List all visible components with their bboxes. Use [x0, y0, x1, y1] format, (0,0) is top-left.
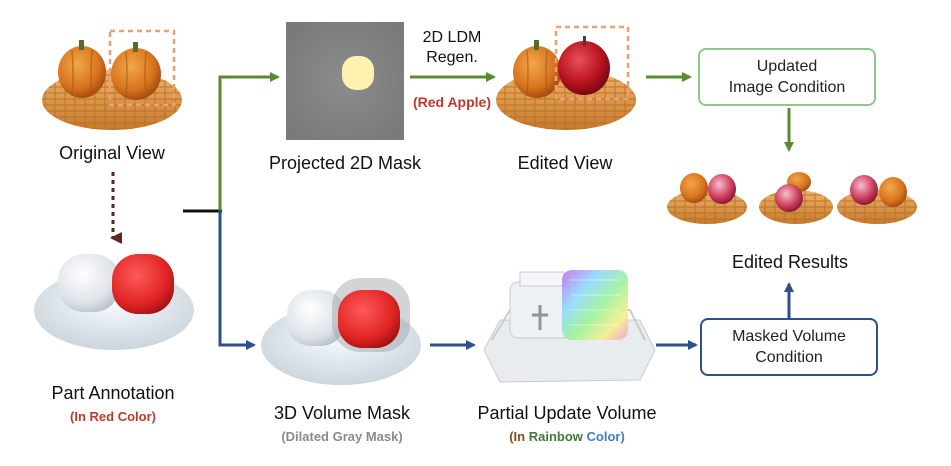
edited-result-1	[667, 173, 747, 224]
part-annotation-sublabel: (In Red Color)	[70, 409, 156, 424]
updated-line-1: Updated	[756, 58, 818, 75]
partial-update-sub-post: Color)	[582, 429, 625, 444]
green-branch-arrow	[218, 72, 280, 212]
ldm-line-1: 2D LDM	[422, 29, 482, 46]
masked-line-2: Condition	[755, 349, 823, 366]
edited-result-3	[837, 175, 917, 224]
ldm-line-2: Regen.	[426, 49, 478, 66]
updated-line-2: Image Condition	[728, 79, 846, 96]
partial-update-label: Partial Update Volume	[477, 403, 657, 423]
edited-results-label: Edited Results	[731, 252, 849, 272]
edited-view-label: Edited View	[517, 153, 613, 173]
partial-update-sublabel: (In Rainbow Color)	[462, 429, 672, 444]
part-annotation-image	[34, 254, 194, 350]
partial-update-sub-pre: (In	[509, 429, 529, 444]
partial-update-volume-image	[483, 270, 656, 383]
volume-mask-sublabel: (Dilated Gray Mask)	[281, 429, 403, 444]
edited-view-image	[496, 25, 636, 130]
ldm-regen-label: 2D LDM Regen.	[404, 28, 500, 68]
blue-branch-arrow	[218, 210, 256, 350]
original-view-label: Original View	[59, 143, 165, 163]
projected-mask-label: Projected 2D Mask	[268, 153, 422, 173]
updated-image-condition-box: Updated Image Condition	[698, 48, 876, 106]
part-annotation-label: Part Annotation	[51, 383, 175, 403]
masked-line-1: Masked Volume	[732, 328, 846, 345]
projected-mask-image	[286, 22, 404, 140]
partial-update-sub-rainbow: Rainbow	[528, 429, 583, 444]
masked-volume-condition-box: Masked Volume Condition	[700, 318, 878, 376]
edited-result-2	[759, 172, 833, 224]
original-view-image	[42, 29, 182, 130]
volume-mask-label: 3D Volume Mask	[273, 403, 411, 423]
red-apple-label: (Red Apple)	[412, 94, 492, 110]
volume-mask-image	[261, 278, 421, 385]
